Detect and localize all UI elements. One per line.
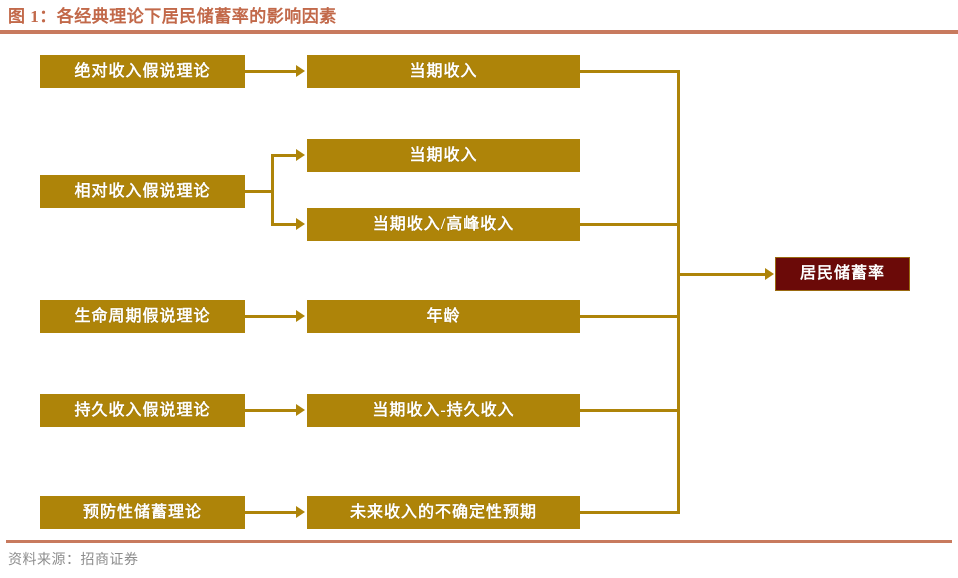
factor-box-future-income-uncertainty[interactable]: 未来收入的不确定性预期: [307, 496, 580, 529]
theory-box-life-cycle[interactable]: 生命周期假说理论: [40, 300, 245, 333]
connector-row2-branch-lower: [271, 223, 298, 226]
title-divider: [0, 30, 958, 34]
theory-box-absolute-income[interactable]: 绝对收入假说理论: [40, 55, 245, 88]
connector-row2-stem: [245, 190, 273, 193]
arrow-row1-to-factor: [296, 65, 305, 77]
arrow-to-result: [765, 268, 774, 280]
connector-row2-branch-upper: [271, 154, 298, 157]
arrow-row5-to-factor: [296, 506, 305, 518]
factor-box-current-over-peak-income[interactable]: 当期收入/高峰收入: [307, 208, 580, 241]
arrow-row2-lower: [296, 218, 305, 230]
collector-leg-row3: [580, 315, 680, 318]
factor-box-current-minus-permanent-income[interactable]: 当期收入-持久收入: [307, 394, 580, 427]
connector-row2-vertical: [271, 154, 274, 226]
collector-leg-row5: [580, 511, 680, 514]
connector-row5-theory-to-factor: [245, 511, 298, 514]
theory-box-relative-income[interactable]: 相对收入假说理论: [40, 175, 245, 208]
connector-row1-theory-to-factor: [245, 70, 298, 73]
theory-box-permanent-income[interactable]: 持久收入假说理论: [40, 394, 245, 427]
factor-box-current-income-2[interactable]: 当期收入: [307, 139, 580, 172]
arrow-row3-to-factor: [296, 310, 305, 322]
arrow-row2-upper: [296, 149, 305, 161]
theory-box-precautionary-saving[interactable]: 预防性储蓄理论: [40, 496, 245, 529]
footer-divider: [6, 540, 952, 543]
collector-leg-row1: [580, 70, 680, 73]
connector-row3-theory-to-factor: [245, 315, 298, 318]
factor-box-age[interactable]: 年龄: [307, 300, 580, 333]
collector-leg-row4: [580, 409, 680, 412]
result-box-household-saving-rate[interactable]: 居民储蓄率: [775, 257, 910, 291]
collector-spine: [677, 70, 680, 514]
connector-row4-theory-to-factor: [245, 409, 298, 412]
figure-title: 图 1：各经典理论下居民储蓄率的影响因素: [8, 7, 337, 26]
factor-box-current-income-1[interactable]: 当期收入: [307, 55, 580, 88]
collector-leg-row2: [580, 223, 680, 226]
source-note: 资料来源：招商证券: [8, 553, 139, 568]
collector-to-result: [677, 273, 767, 276]
arrow-row4-to-factor: [296, 404, 305, 416]
